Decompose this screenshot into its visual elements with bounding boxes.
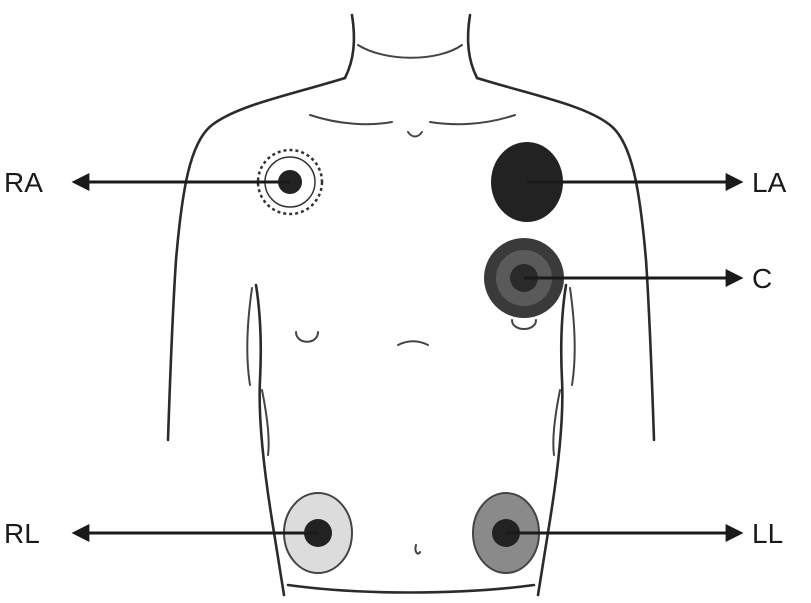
label-la: LA — [752, 167, 787, 198]
clavicle-line-left — [430, 115, 515, 124]
sternum-notch — [408, 132, 422, 137]
waist-line — [288, 585, 534, 593]
right-body-side — [256, 285, 284, 595]
electrode-c — [484, 238, 564, 329]
neck-left-outline — [345, 15, 354, 78]
torso-outline — [168, 15, 654, 595]
clavicle-line-right — [310, 115, 392, 124]
label-rl: RL — [4, 518, 40, 549]
navel — [415, 545, 420, 554]
left-arm-inner — [570, 288, 575, 385]
right-shoulder-outline — [168, 78, 345, 440]
pectoral-line — [398, 341, 428, 345]
neck-right-outline — [468, 15, 477, 78]
right-arm-inner — [247, 288, 252, 385]
label-ra: RA — [4, 167, 43, 198]
label-c: C — [752, 263, 772, 294]
collar-line — [358, 45, 462, 58]
left-body-side — [538, 285, 566, 595]
label-ll: LL — [752, 518, 783, 549]
left-nipple — [512, 320, 536, 329]
right-nipple — [296, 332, 318, 342]
